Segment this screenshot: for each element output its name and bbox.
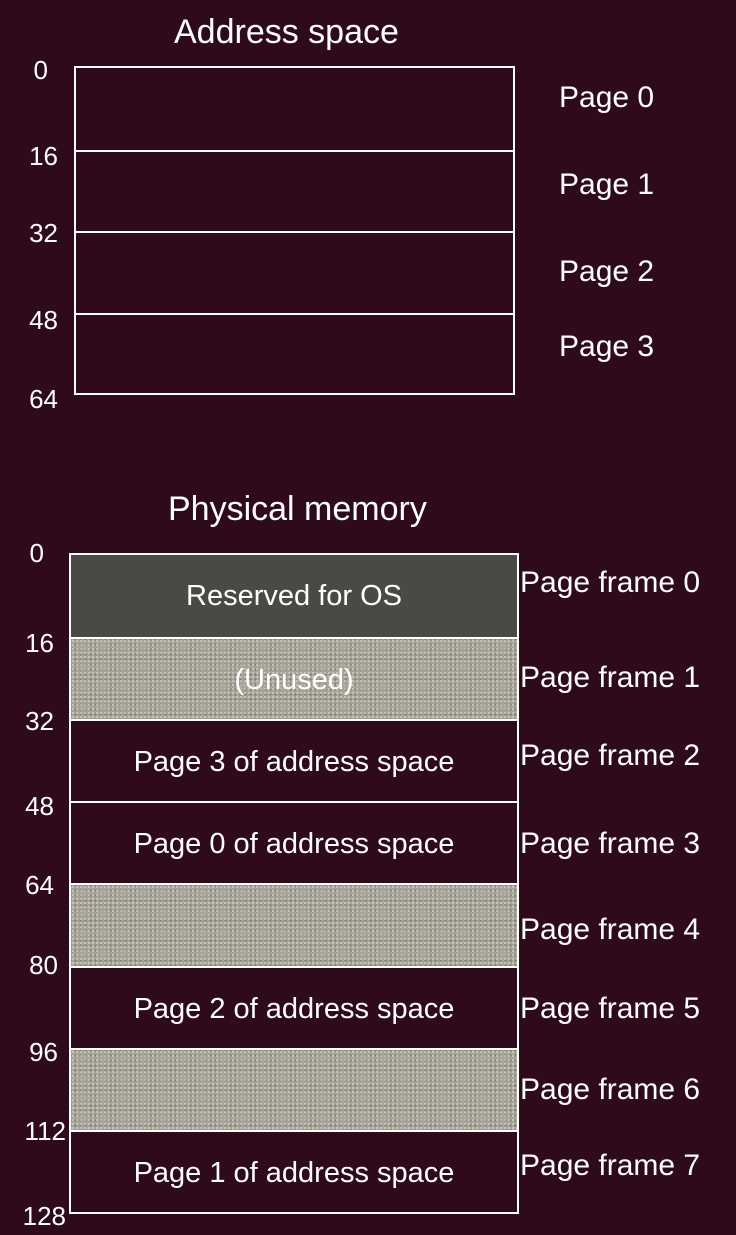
page-frame-label: Page frame 3 (520, 827, 701, 860)
page-frame-1-cell: (Unused) (71, 637, 517, 720)
page-frame-5-cell: Page 2 of address space (71, 966, 517, 1049)
page-frame-label: Page frame 5 (520, 992, 701, 1025)
page-frame-4-cell (71, 883, 517, 966)
page-frame-6-cell (71, 1048, 517, 1131)
address-space-address: 0 (33, 55, 48, 85)
physical-memory-address: 16 (25, 628, 54, 658)
page-label: Page 1 (559, 168, 655, 201)
physical-memory-address: 96 (29, 1037, 58, 1067)
physical-memory-title: Physical memory (168, 490, 427, 528)
address-space-address: 48 (29, 305, 58, 335)
address-space-page (76, 150, 513, 232)
physical-memory-address: 80 (29, 950, 58, 980)
address-space-page (76, 313, 513, 395)
page-frame-label: Page frame 2 (520, 739, 701, 772)
physical-memory-address: 0 (29, 538, 44, 568)
frame-content: Reserved for OS (186, 580, 402, 612)
physical-memory-address: 64 (25, 870, 54, 900)
frame-content: Page 3 of address space (133, 745, 455, 778)
frame-content: Page 2 of address space (133, 992, 455, 1025)
page-frame-7-cell: Page 1 of address space (71, 1130, 517, 1214)
page-frame-label: Page frame 7 (520, 1149, 701, 1182)
address-space-page (76, 68, 513, 150)
physical-memory-box: Reserved for OS (Unused) Page 3 of addre… (69, 553, 519, 1214)
page-frame-label: Page frame 4 (520, 913, 701, 946)
address-space-address: 16 (29, 141, 58, 171)
address-space-address: 64 (29, 384, 58, 414)
address-space-address: 32 (29, 218, 58, 248)
frame-content: (Unused) (234, 663, 354, 696)
physical-memory-address: 112 (24, 1116, 66, 1146)
address-space-box (74, 66, 515, 395)
physical-memory-address: 128 (22, 1201, 66, 1231)
page-frame-0-cell: Reserved for OS (71, 555, 517, 637)
frame-content: Page 1 of address space (133, 1157, 455, 1189)
frame-content: Page 0 of address space (133, 827, 455, 860)
page-label: Page 2 (559, 255, 655, 288)
address-space-title: Address space (174, 13, 399, 51)
physical-memory-address: 32 (25, 706, 54, 736)
page-frame-label: Page frame 1 (520, 661, 701, 694)
page-label: Page 0 (559, 81, 655, 114)
page-frame-2-cell: Page 3 of address space (71, 719, 517, 802)
page-frame-3-cell: Page 0 of address space (71, 801, 517, 884)
physical-memory-address: 48 (25, 791, 54, 821)
page-frame-label: Page frame 6 (520, 1073, 701, 1106)
page-frame-label: Page frame 0 (520, 566, 701, 599)
address-space-page (76, 231, 513, 313)
page-label: Page 3 (559, 330, 655, 363)
